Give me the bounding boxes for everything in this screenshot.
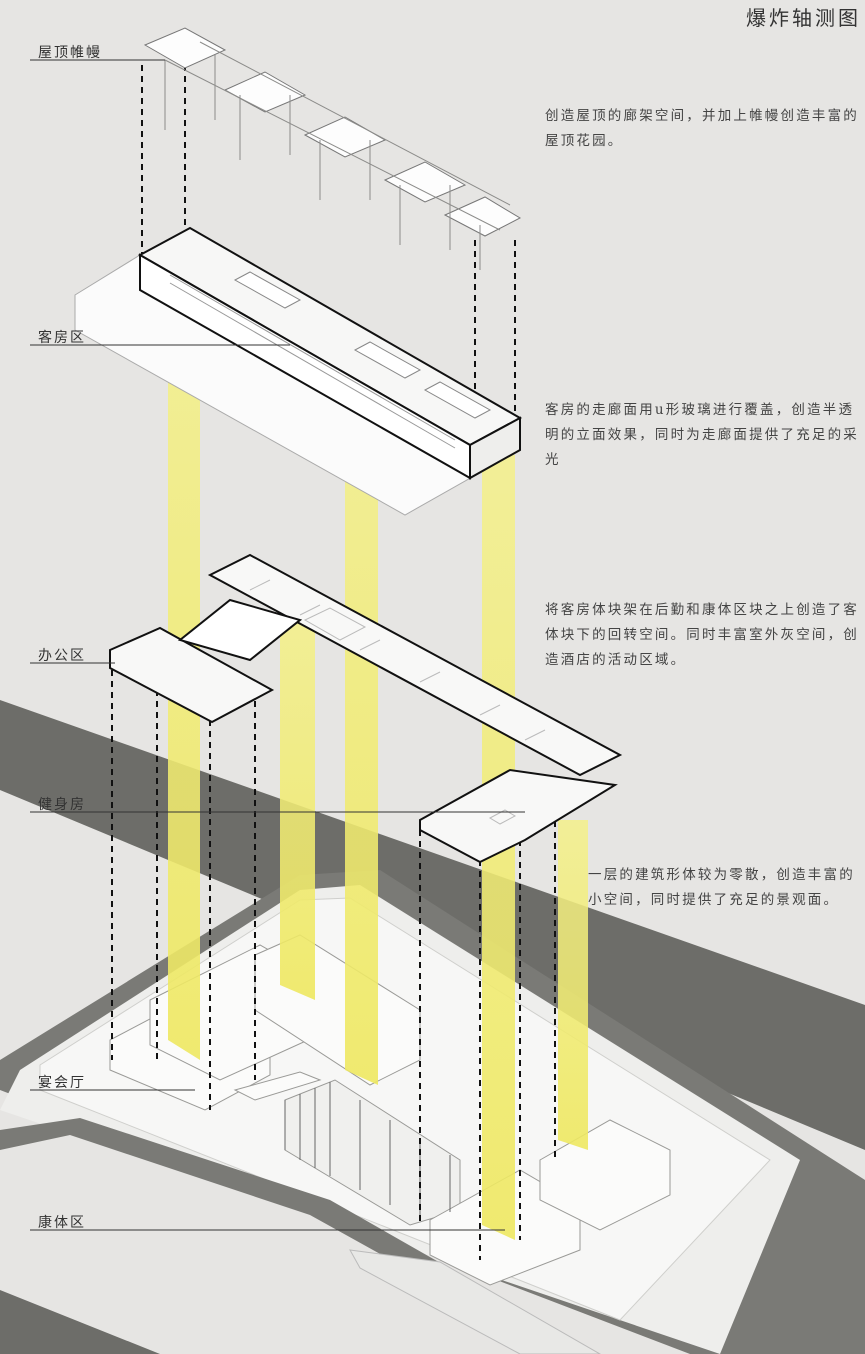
light-shaft-5 [558, 820, 588, 1150]
parking-strip [349, 1249, 602, 1354]
link-bridge [177, 598, 303, 662]
diagram-title: 爆炸轴测图 [746, 6, 861, 30]
glass-curtain-lines [284, 1082, 451, 1215]
ground-floor-volumes [109, 934, 671, 1286]
roof-canopy [143, 27, 522, 237]
label-wellness: 康体区 [38, 1215, 86, 1231]
leader-lines [30, 59, 525, 1231]
entry-canopy [233, 1071, 322, 1101]
desc-ground: 一层的建筑形体较为零散，创造丰富的小空间，同时提供了充足的景观面。 [588, 867, 855, 908]
projection-lines [111, 65, 556, 1260]
label-roof-canopy: 屋顶帷幔 [38, 45, 102, 61]
glass-corridor-slab [74, 254, 522, 516]
desc-roof: 创造屋顶的廊架空间，并加上帷幔创造丰富的屋顶花园。 [545, 108, 859, 149]
level-two-partitions [249, 579, 546, 825]
office-wing [109, 626, 275, 724]
canopy-panel-4 [383, 161, 467, 203]
desc-guest: 客房的走廊面用u形玻璃进行覆盖，创造半透明的立面效果，同时为走廊面提供了充足的采… [545, 402, 859, 468]
window-rhythm [169, 274, 456, 449]
guest-room-block [74, 226, 523, 516]
gym-wing [419, 768, 618, 864]
canopy-panel-5 [443, 196, 522, 237]
level-two-frame [109, 553, 623, 864]
canopy-panel-3 [303, 116, 387, 158]
skylight-strips [233, 271, 492, 419]
label-banquet-hall: 宴会厅 [38, 1075, 86, 1091]
guest-block-end [469, 416, 521, 480]
east-volume [539, 1119, 671, 1231]
canopy-panel-1 [143, 27, 227, 69]
label-guest-rooms: 客房区 [38, 330, 86, 346]
desc-office: 将客房体块架在后勤和康体区块之上创造了客体块下的回转空间。同时丰富室外灰空间，创… [545, 602, 859, 668]
north-corridor [207, 553, 623, 777]
label-office: 办公区 [38, 648, 86, 664]
canopy-panel-2 [223, 71, 307, 113]
label-gym: 健身房 [38, 797, 86, 813]
canopy-frame [164, 41, 511, 270]
light-shaft-3 [345, 385, 378, 1085]
light-shaft-2 [280, 600, 315, 1000]
bottom-road [0, 1290, 160, 1354]
